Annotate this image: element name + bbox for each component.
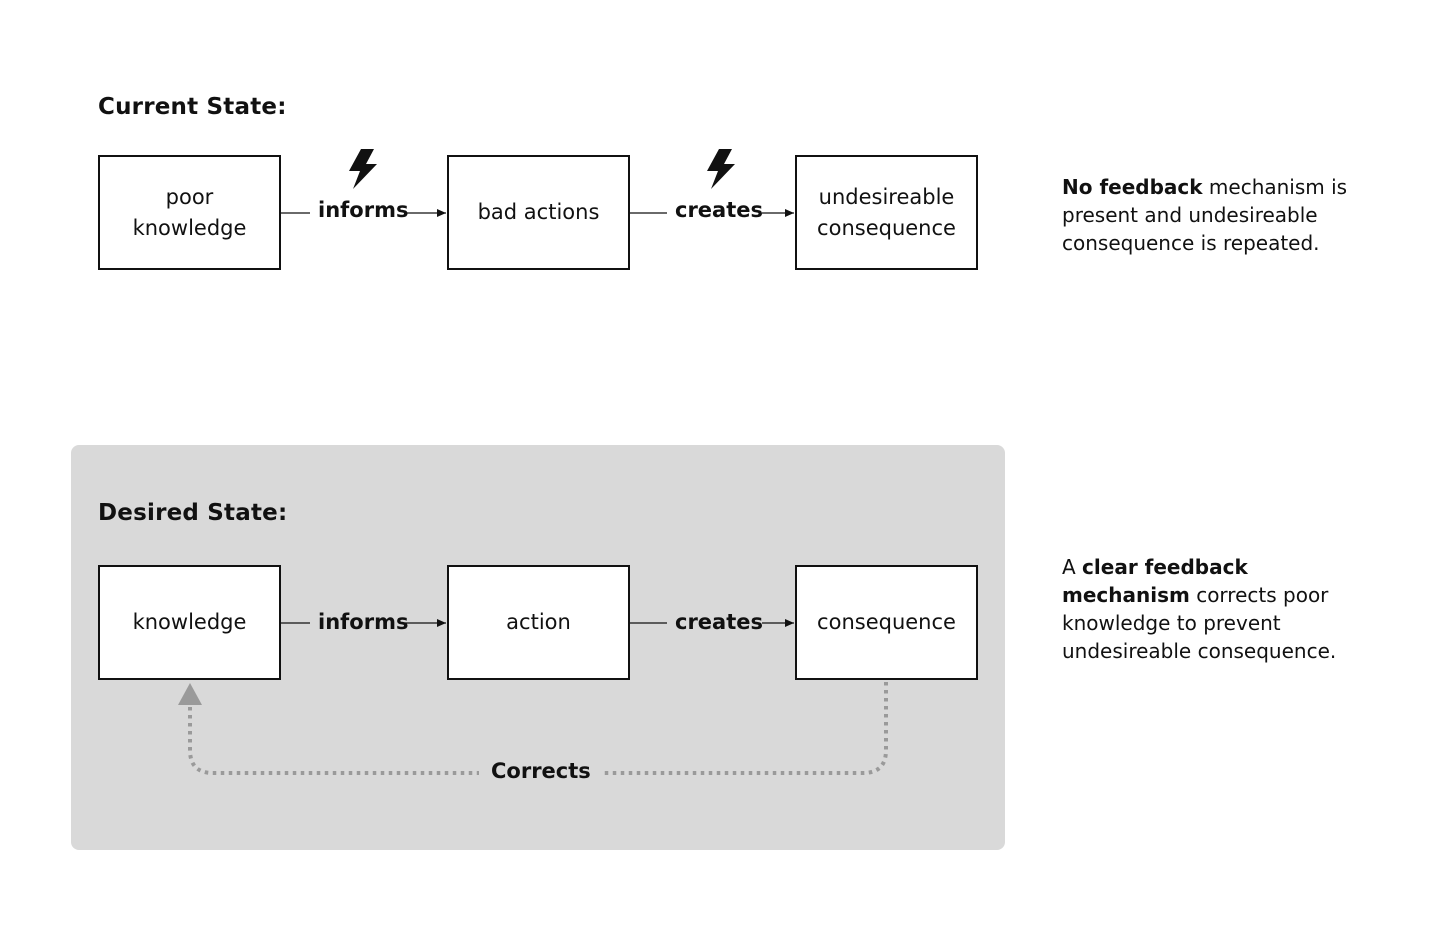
node-bad-actions: bad actions [447,155,630,270]
node-label-line: action [506,610,571,634]
edge-label-informs: informs [318,610,409,634]
node-consequence: consequence [795,565,978,680]
node-action: action [447,565,630,680]
current-state-title: Current State: [98,94,287,120]
edge-label-creates: creates [675,198,763,222]
edge-label-creates: creates [675,610,763,634]
lightning-bolt-icon [707,149,735,189]
node-undesireable-consequence: undesireable consequence [795,155,978,270]
description-text: corrects poor knowledge to prevent undes… [1062,583,1337,663]
node-label-line: bad actions [477,200,600,224]
current-state-description: No feedback mechanism is present and und… [1062,173,1352,257]
edge-label-informs: informs [318,198,409,222]
desired-state-description: A clear feedback mechanism corrects poor… [1062,553,1352,665]
desired-state-title: Desired State: [98,500,288,526]
node-label-line: knowledge [132,610,247,634]
feedback-label-corrects: Corrects [479,759,603,783]
node-label-line: consequence [817,215,956,240]
lightning-bolt-icon [349,149,377,189]
node-label-line: poor [165,184,214,209]
node-label-line: undesireable [818,184,955,209]
description-text: mechanism is present and undesireable co… [1062,175,1348,255]
node-knowledge: knowledge [98,565,281,680]
description-emphasis: clear feedback mechanism [1062,555,1248,607]
description-text: A [1062,555,1083,579]
feedback-arrowhead [178,683,202,705]
node-label-line: consequence [817,610,956,634]
node-poor-knowledge: poor knowledge [98,155,281,270]
node-label-line: knowledge [132,215,247,240]
description-emphasis: No feedback [1062,175,1203,199]
